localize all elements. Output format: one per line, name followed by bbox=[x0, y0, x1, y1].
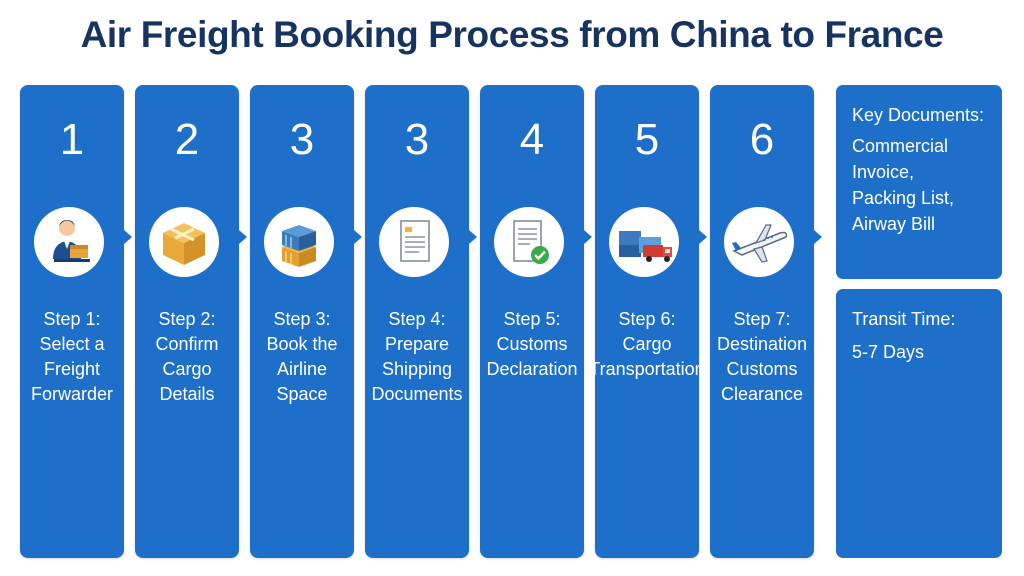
step-number: 2 bbox=[174, 115, 200, 164]
stacked-containers-icon bbox=[264, 207, 334, 277]
transit-time-panel: Transit Time: 5-7 Days bbox=[836, 289, 1002, 558]
step-number: 1 bbox=[59, 115, 85, 164]
key-documents-heading: Key Documents: bbox=[852, 105, 985, 125]
cardboard-box-icon bbox=[149, 207, 219, 277]
arrow-right-icon bbox=[469, 230, 477, 244]
step-label: Step 3: Book the Airline Space bbox=[266, 309, 338, 404]
step-card-1: 1 Step 1: Select a Freight Forwarder bbox=[20, 85, 124, 558]
step-number: 6 bbox=[749, 115, 775, 164]
arrow-right-icon bbox=[584, 230, 592, 244]
step-label: Step 5: Customs Declaration bbox=[486, 309, 578, 379]
step-card-2: 2 Step 2: Confirm Cargo Details bbox=[135, 85, 239, 558]
transit-time-value: 5-7 Days bbox=[852, 342, 925, 362]
arrow-right-icon bbox=[239, 230, 247, 244]
step-number: 4 bbox=[519, 115, 545, 164]
document-icon bbox=[379, 207, 449, 277]
step-number: 3 bbox=[289, 115, 315, 164]
step-number: 5 bbox=[634, 115, 660, 164]
airplane-icon bbox=[724, 207, 794, 277]
arrow-right-icon bbox=[124, 230, 132, 244]
step-card-3: 3 Step 3: Book the Airline Space bbox=[250, 85, 354, 558]
step-card-5: 4 Step 5: Customs Declaration bbox=[480, 85, 584, 558]
document-check-icon bbox=[494, 207, 564, 277]
step-card-7: 6 Step 7: Destination Customs Clearance bbox=[710, 85, 814, 558]
person-with-package-icon bbox=[34, 207, 104, 277]
truck-containers-icon bbox=[609, 207, 679, 277]
key-documents-list: Commercial Invoice, Packing List, Airway… bbox=[852, 136, 955, 234]
step-label: Step 2: Confirm Cargo Details bbox=[155, 309, 219, 404]
page-title: Air Freight Booking Process from China t… bbox=[80, 14, 944, 55]
arrow-right-icon bbox=[699, 230, 707, 244]
step-label: Step 7: Destination Customs Clearance bbox=[716, 309, 808, 404]
transit-time-heading: Transit Time: bbox=[852, 309, 956, 329]
step-card-4: 3 Step 4: Prepare Shipping Documents bbox=[365, 85, 469, 558]
step-label: Step 6: Cargo Transportation bbox=[589, 309, 705, 379]
step-number: 3 bbox=[404, 115, 430, 164]
arrow-right-icon bbox=[354, 230, 362, 244]
key-documents-panel: Key Documents: Commercial Invoice, Packi… bbox=[836, 85, 1002, 279]
step-label: Step 1: Select a Freight Forwarder bbox=[30, 309, 114, 404]
step-card-6: 5 Step 6: Cargo Transportation bbox=[589, 85, 705, 558]
step-label: Step 4: Prepare Shipping Documents bbox=[371, 309, 463, 404]
arrow-right-icon bbox=[814, 230, 822, 244]
